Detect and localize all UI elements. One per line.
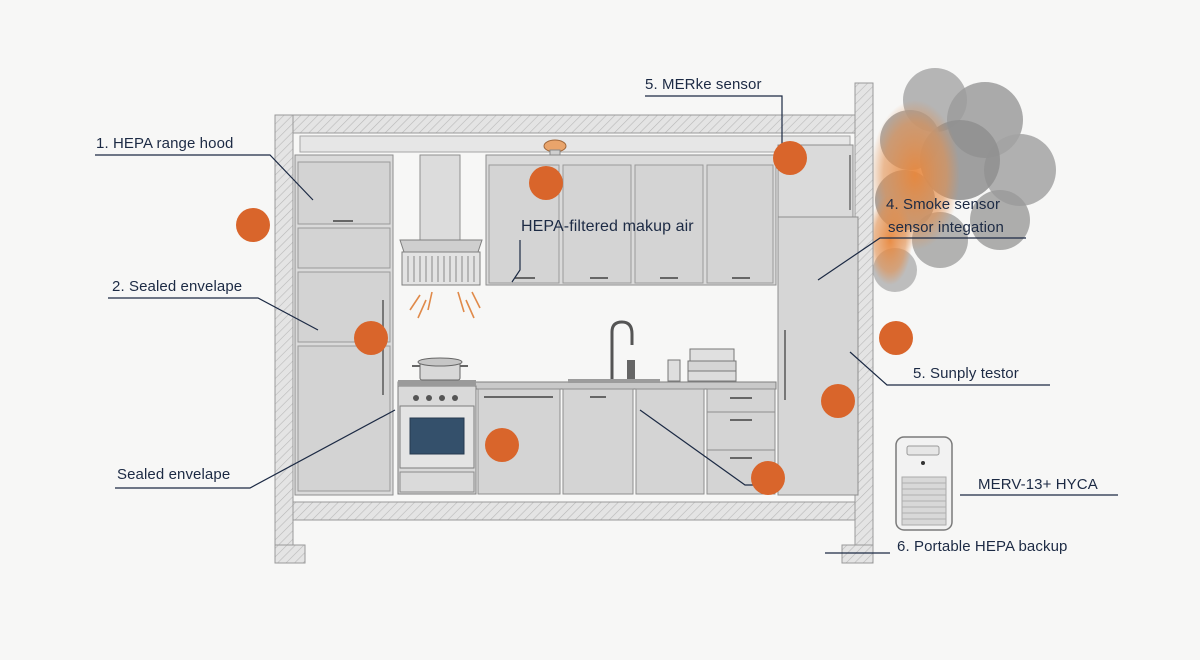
- leader-lines: [95, 95, 1118, 554]
- cooking-pot: [412, 357, 468, 381]
- counter-containers: [667, 348, 737, 382]
- callout-sensor-integration: sensor integation: [888, 219, 1004, 236]
- oven-range: [397, 380, 477, 495]
- callout-sealed-envelope: Sealed envelape: [117, 466, 231, 483]
- marker-base-cabinet: [751, 461, 785, 495]
- marker-smoke-sensor: [821, 384, 855, 418]
- smoke-cloud: [868, 68, 1056, 292]
- marker-supply-tester: [879, 321, 913, 355]
- range-hood: [399, 154, 483, 286]
- callout-sealed-envelope-2: 2. Sealed envelape: [112, 278, 243, 295]
- building-shell: [274, 82, 874, 564]
- portable-hepa-purifier: [895, 436, 953, 531]
- marker-hepa-range-hood: [236, 208, 270, 242]
- ceiling-soffit: [299, 135, 851, 153]
- heat-lines: [409, 291, 481, 319]
- sink-faucet: [568, 320, 660, 383]
- callout-portable-hepa: 6. Portable HEPA backup: [897, 538, 1068, 555]
- marker-makeup-air: [529, 166, 563, 200]
- callout-hepa-range-hood: 1. HEPA range hood: [96, 135, 234, 152]
- callout-merv-hyca: MERV-13+ HYCA: [978, 476, 1098, 493]
- right-tall-cabinet: [777, 144, 859, 496]
- callout-merke-sensor: 5. MERke sensor: [645, 76, 762, 93]
- marker-oven: [485, 428, 519, 462]
- upper-cabinets: [485, 154, 777, 286]
- marker-merke-sensor: [773, 141, 807, 175]
- callout-smoke-sensor: 4. Smoke sensor: [886, 196, 1001, 213]
- callout-makeup-air: HEPA-filtered makup air: [521, 218, 694, 235]
- callout-supply-tester: 5. Sunply testor: [913, 365, 1019, 382]
- callout-markers: [236, 141, 913, 495]
- marker-sealed-envelope: [354, 321, 388, 355]
- ceiling-light: [543, 139, 567, 156]
